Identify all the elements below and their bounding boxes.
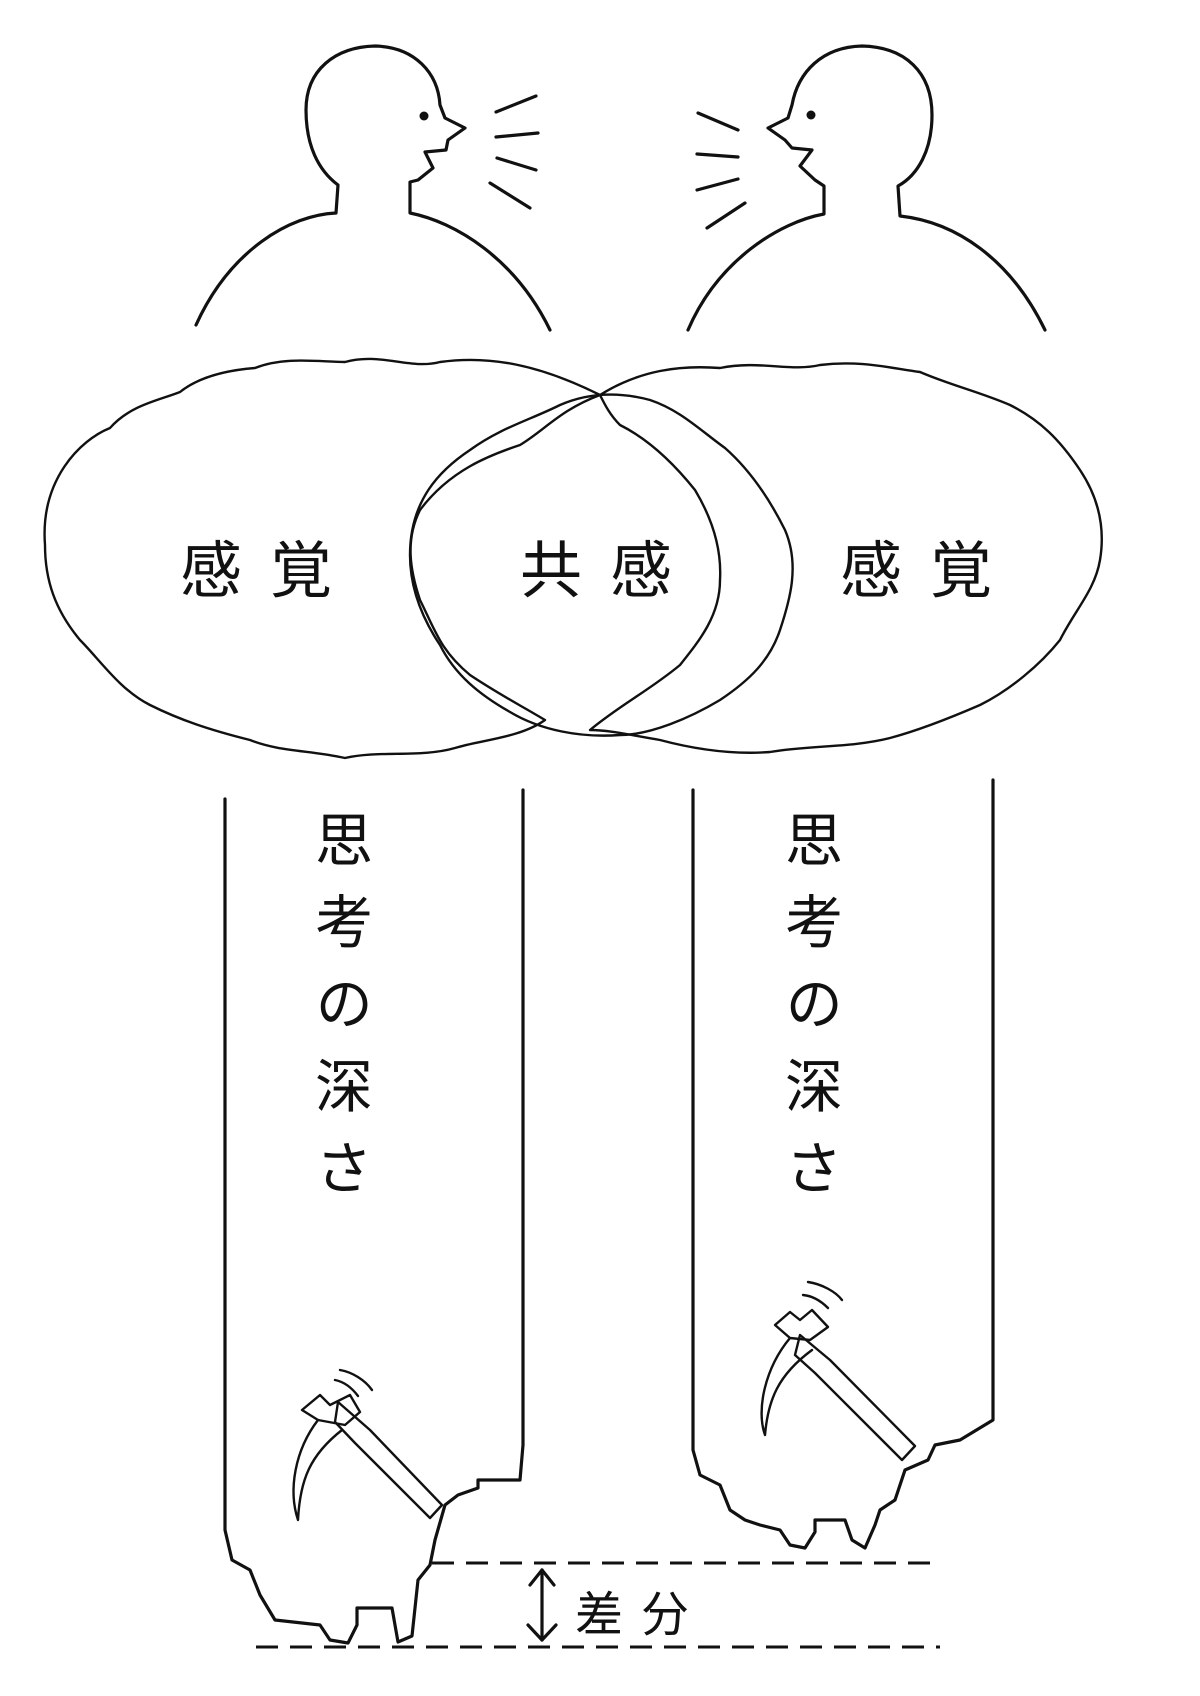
right-sensation-label: 感覚: [840, 534, 1021, 607]
center-empathy-cloud: [408, 393, 794, 737]
right-pickaxe-icon: [760, 1280, 917, 1462]
center-empathy-label: 共感: [520, 534, 701, 607]
left-person-outline: [194, 44, 552, 332]
right-thinking-depth-label: 思考の深さ: [775, 810, 843, 1220]
right-person-eye: [806, 110, 816, 120]
right-thinking-column: [691, 778, 995, 1550]
left-pickaxe-icon: [292, 1368, 444, 1522]
right-sensation-cloud: [588, 362, 1103, 754]
left-thinking-depth-label: 思考の深さ: [305, 810, 373, 1220]
left-speech-lines-icon: [488, 94, 540, 210]
difference-label: 差分: [575, 1587, 708, 1643]
left-person: [194, 44, 552, 332]
left-sensation-label: 感覚: [180, 534, 361, 607]
double-arrow-icon: [526, 1568, 558, 1642]
right-person-outline: [686, 44, 1047, 332]
left-person-eye: [419, 111, 429, 121]
right-speech-lines-icon: [695, 111, 747, 230]
right-person: [686, 44, 1047, 332]
left-thinking-column: [223, 788, 525, 1645]
